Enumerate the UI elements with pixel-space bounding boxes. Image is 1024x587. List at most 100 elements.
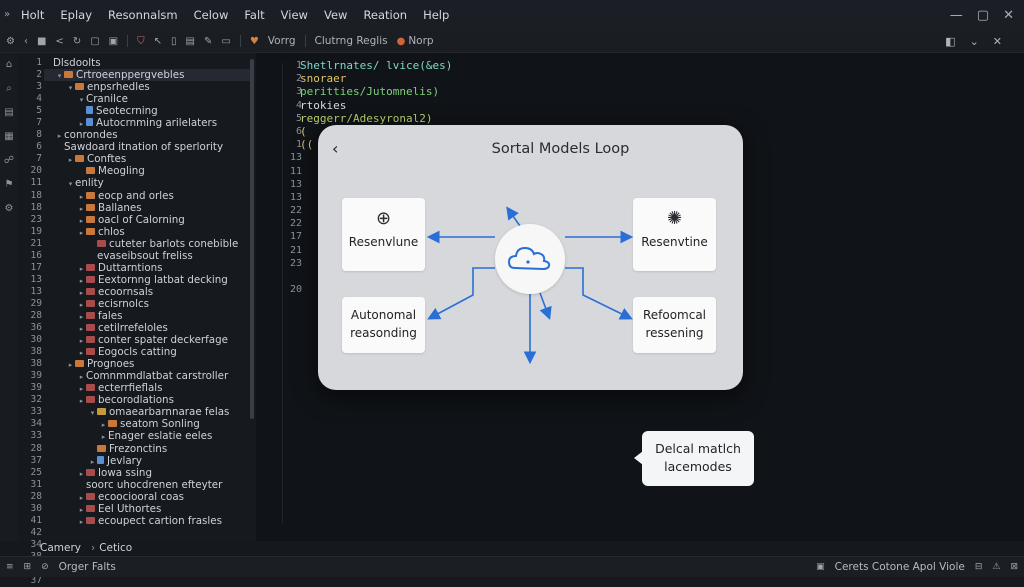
tree-item[interactable]: ▸oacl of Calorning bbox=[44, 214, 252, 226]
back-chevron-icon[interactable]: ‹ bbox=[332, 139, 339, 158]
chevron-right-icon[interactable]: ▸ bbox=[79, 349, 84, 358]
chevron-right-icon[interactable]: ▸ bbox=[57, 132, 62, 141]
chevron-right-icon[interactable]: ▸ bbox=[79, 517, 84, 526]
menu-icon[interactable]: ≡ bbox=[6, 562, 14, 572]
tree-item[interactable]: ▸Duttarntions bbox=[44, 262, 252, 274]
chevron-right-icon[interactable]: ▸ bbox=[68, 156, 73, 165]
chevron-right-icon[interactable]: ▸ bbox=[68, 361, 73, 370]
chevron-right-icon[interactable]: ▸ bbox=[79, 264, 84, 273]
copy-icon[interactable]: ▣ bbox=[108, 35, 119, 47]
tree-item[interactable]: Frezonctins bbox=[44, 443, 252, 455]
tree-item[interactable]: ▸chlos bbox=[44, 226, 252, 238]
toolbar-label-vorrg[interactable]: Vorrg bbox=[267, 35, 296, 47]
tree-item[interactable]: ▾Crtroeenppergvebles bbox=[44, 69, 252, 82]
bookmark-icon[interactable]: ⛉ bbox=[137, 35, 145, 47]
tree-item[interactable]: ▸Enager eslatie eeles bbox=[44, 430, 252, 442]
tree-item[interactable]: ▸cetilrrefeloles bbox=[44, 322, 252, 334]
card-bottom-right[interactable]: Refoomcal ressening bbox=[633, 297, 716, 353]
menu-item-reation[interactable]: Reation bbox=[363, 8, 408, 22]
tree-item[interactable]: ▸Eogocls catting bbox=[44, 346, 252, 358]
split-icon[interactable]: ⊟ bbox=[974, 562, 983, 572]
source-control-icon[interactable]: ▤ bbox=[4, 107, 14, 118]
menu-item-vew[interactable]: Vew bbox=[323, 8, 348, 22]
tree-item[interactable]: Meogling bbox=[44, 165, 252, 177]
chevron-right-icon[interactable]: ▸ bbox=[79, 216, 84, 225]
chevron-right-icon[interactable]: ▸ bbox=[90, 457, 95, 466]
chevron-left-icon[interactable]: < bbox=[55, 35, 64, 47]
edit-icon[interactable]: ✎ bbox=[203, 35, 213, 47]
menu-item-falt[interactable]: Falt bbox=[244, 8, 265, 22]
card-bottom-left[interactable]: Autonomal reasonding bbox=[342, 297, 425, 353]
chevron-right-icon[interactable]: ▸ bbox=[79, 325, 84, 334]
tree-item[interactable]: ▸seatom Sonling bbox=[44, 418, 252, 430]
cursor-icon[interactable]: ↖ bbox=[153, 35, 162, 47]
chevron-right-icon[interactable]: ▸ bbox=[79, 192, 84, 201]
tree-item[interactable]: ▾Cranilce bbox=[44, 93, 252, 105]
chevron-right-icon[interactable]: ▸ bbox=[101, 433, 106, 442]
toolbar-label-clutrng[interactable]: Clutrng Reglis bbox=[314, 35, 388, 47]
menu-item-help[interactable]: Help bbox=[423, 8, 450, 22]
chevron-down-icon[interactable]: ▾ bbox=[57, 72, 62, 81]
panel-icon[interactable]: ▣ bbox=[816, 562, 825, 572]
chevron-right-icon[interactable]: ▸ bbox=[79, 493, 84, 502]
tab-cetico[interactable]: Cetico bbox=[99, 542, 133, 554]
status-right-text[interactable]: Cerets Cotone Apol Viole bbox=[834, 561, 965, 573]
chevron-down-icon[interactable]: ▾ bbox=[68, 180, 73, 189]
folder-icon[interactable]: ■ bbox=[36, 35, 47, 47]
back-icon[interactable]: ‹ bbox=[23, 35, 28, 47]
tab-camery[interactable]: Camery bbox=[40, 542, 81, 554]
tree-item[interactable]: ▸Comnmmdlatbat carstroller bbox=[44, 370, 252, 382]
tag-icon[interactable]: ⚑ bbox=[4, 179, 14, 190]
tree-item[interactable]: ▸eocp and orles bbox=[44, 190, 252, 202]
toolbar-label-norp[interactable]: Norp bbox=[408, 35, 434, 47]
chevron-right-icon[interactable]: ▸ bbox=[79, 288, 84, 297]
chevron-right-icon[interactable]: ▸ bbox=[79, 300, 84, 309]
tree-item[interactable]: ▸ecoupect cartion frasles bbox=[44, 515, 252, 527]
code-content[interactable]: Shetlrnates/ lvice(&es) snoraer perittie… bbox=[288, 59, 548, 151]
chevron-right-icon[interactable]: ▸ bbox=[79, 120, 84, 129]
notification-icon[interactable]: ⊠ bbox=[1010, 562, 1018, 572]
tree-item[interactable]: ▸ecoociooral coas bbox=[44, 491, 252, 503]
chevron-right-icon[interactable]: ▸ bbox=[79, 276, 84, 285]
menu-item-holt[interactable]: Holt bbox=[21, 8, 45, 22]
file-icon[interactable]: ▯ bbox=[171, 35, 177, 47]
menu-item-celow[interactable]: Celow bbox=[193, 8, 229, 22]
save-icon[interactable]: ▢ bbox=[90, 35, 100, 47]
card-top-left[interactable]: ⊕ Resenvlune bbox=[342, 198, 425, 271]
tree-item[interactable]: ▸Jevlary bbox=[44, 455, 252, 467]
tree-item[interactable]: Seotecrning bbox=[44, 105, 252, 117]
tree-item[interactable]: ▸ecisrnolcs bbox=[44, 298, 252, 310]
chevron-right-icon[interactable]: ▸ bbox=[79, 397, 84, 406]
tree-item[interactable]: Sawdoard itnation of sperlority bbox=[44, 141, 252, 153]
tree-item[interactable]: ▸conter spater deckerfage bbox=[44, 334, 252, 346]
tree-item[interactable]: evaseibsout freliss bbox=[44, 250, 252, 262]
status-left-text[interactable]: Orger Falts bbox=[58, 561, 116, 573]
warning-icon[interactable]: ⚠ bbox=[992, 562, 1001, 572]
close-panel-icon[interactable]: ✕ bbox=[992, 34, 1002, 48]
chevron-right-icon[interactable]: ▸ bbox=[79, 312, 84, 321]
refresh-icon[interactable]: ↻ bbox=[72, 35, 82, 47]
chevron-right-icon[interactable]: ▸ bbox=[79, 337, 84, 346]
tree-item[interactable]: ▸Conftes bbox=[44, 153, 252, 165]
chevron-right-icon[interactable]: ▸ bbox=[79, 228, 84, 237]
heart-icon[interactable]: ♥ bbox=[249, 35, 259, 47]
layout-icon[interactable]: ◧ bbox=[945, 34, 956, 48]
tree-item[interactable]: ▸becorodlations bbox=[44, 394, 252, 406]
tree-item[interactable]: ▾omaearbarnnarae felas bbox=[44, 406, 252, 418]
explorer-icon[interactable]: ⌂ bbox=[5, 59, 13, 70]
debug-icon[interactable]: ▦ bbox=[4, 131, 14, 142]
branch-icon[interactable]: ⊞ bbox=[23, 562, 32, 572]
tree-item[interactable]: ▸Autocrnming arilelaters bbox=[44, 117, 252, 129]
tree-item[interactable]: ▾enlity bbox=[44, 177, 252, 189]
menu-item-eplay[interactable]: Eplay bbox=[60, 8, 93, 22]
record-icon[interactable]: ● bbox=[396, 35, 406, 47]
app-icon[interactable]: » bbox=[4, 9, 11, 20]
chevron-right-icon[interactable]: ▸ bbox=[79, 385, 84, 394]
tree-item[interactable]: Dlsdoolts bbox=[44, 57, 252, 69]
chevron-down-icon[interactable]: ▾ bbox=[68, 84, 73, 93]
settings-gear-icon[interactable]: ⚙ bbox=[4, 203, 14, 214]
tree-item[interactable]: ▸Eel Uthortes bbox=[44, 503, 252, 515]
tree-item[interactable]: cuteter barlots conebible bbox=[44, 238, 252, 250]
tree-item[interactable]: ▸Prognoes bbox=[44, 358, 252, 370]
error-icon[interactable]: ⊘ bbox=[41, 562, 49, 572]
